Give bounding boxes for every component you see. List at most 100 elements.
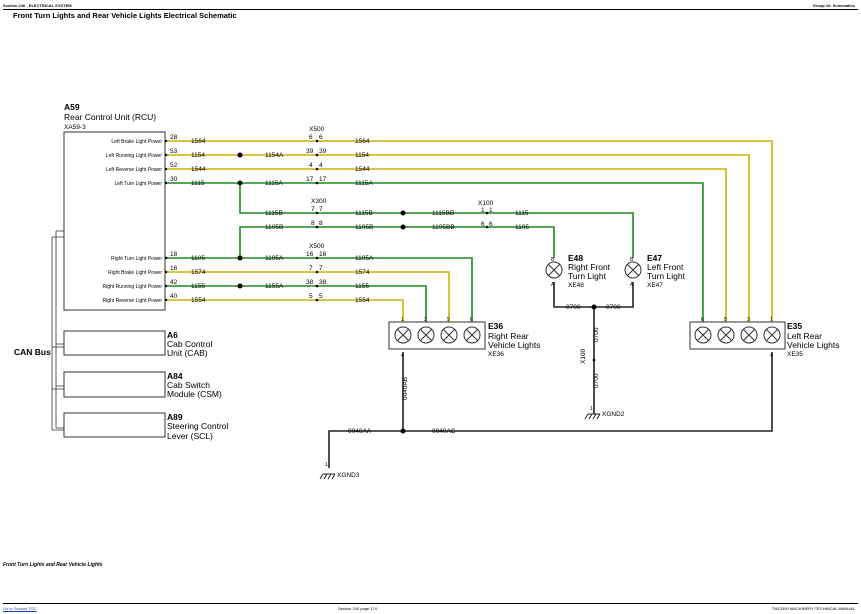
lamp-pin: 4 — [770, 353, 773, 359]
wire-label: 1574 — [191, 269, 206, 276]
wire-label: 1115A — [265, 180, 283, 187]
wire-label: 1115BB — [432, 210, 454, 217]
wire-label: 1564 — [355, 138, 370, 145]
wire-label: 1544 — [191, 166, 206, 173]
lamp-pin: 3 — [424, 317, 427, 323]
lamp-pin: 6 — [470, 317, 473, 323]
module-line2: Module (CSM) — [167, 389, 222, 399]
connector-pin: 6 — [319, 134, 323, 141]
rcu-pin-label: Right Running Light Power — [103, 284, 163, 290]
connector-pin: 7 — [319, 265, 323, 272]
module-id: A89 — [167, 412, 183, 422]
rcu-pin-label: Left Brake Light Power — [111, 139, 162, 145]
left-rear-vehicle-lights: 6 5 3 1 4 E35 Left Rear Vehicle Lights X… — [689, 317, 839, 359]
connector-id: X300 — [311, 198, 327, 205]
lamp-pin: A — [551, 282, 555, 288]
lamp-pin: 1 — [401, 317, 404, 323]
wire-label: 1105B — [265, 224, 283, 231]
wire-label: 0700 — [606, 304, 621, 311]
ground-pin: 1 — [590, 406, 593, 412]
connector-pin: 5 — [319, 293, 323, 300]
header-section: Section 240 - ELECTRICAL SYSTEM — [3, 3, 72, 8]
connector-pin: 4 — [309, 162, 313, 169]
light-line2: Turn Light — [568, 271, 607, 281]
wire-0700 — [553, 282, 634, 414]
light-line1: Left Rear — [787, 331, 822, 341]
ground-pin: 1 — [325, 462, 328, 468]
module-line1: Steering Control — [167, 421, 229, 431]
rcu-pin-number: 30 — [170, 176, 178, 183]
page-title: Front Turn Lights and Rear Vehicle Light… — [13, 11, 237, 20]
wire-label: 0040AC — [432, 428, 456, 435]
header-rule — [3, 9, 858, 10]
lamp-pin: 1 — [770, 317, 773, 323]
rcu-pin-ticks — [164, 139, 168, 302]
wire-label: 1554 — [191, 297, 206, 304]
wire-1115 — [165, 182, 704, 322]
module-box — [63, 371, 166, 398]
module-id: A84 — [167, 371, 183, 381]
connector-pin: 39 — [306, 148, 314, 155]
wires — [165, 140, 773, 468]
light-connector: XE47 — [647, 282, 663, 289]
module-line1: Cab Switch — [167, 380, 210, 390]
section-toc-link[interactable]: Go to Section TOC — [3, 606, 37, 611]
rcu-pin-number: 42 — [170, 279, 178, 286]
connector-pin: 17 — [319, 176, 327, 183]
wire-label: 1105B — [355, 224, 373, 231]
wire-1544 — [165, 168, 727, 322]
rcu-pin-label: Right Turn Light Power — [111, 256, 162, 262]
light-line1: Right Front — [568, 262, 611, 272]
wire-label: 1105 — [515, 224, 529, 231]
wire-label: 1155 — [355, 283, 369, 290]
footer-rule — [3, 603, 858, 604]
rcu-pin-number: 16 — [170, 265, 178, 272]
module-line2: Lever (SCL) — [167, 431, 213, 441]
module-line1: Cab Control — [167, 339, 212, 349]
lamp-pin: 6 — [701, 317, 704, 323]
rcu-block: A59 Rear Control Unit (RCU) XA59-3 — [63, 102, 166, 311]
wire-label: 1105BB — [432, 224, 455, 231]
wire-label: 0040AA — [348, 428, 372, 435]
wire-label: 1155A — [265, 283, 284, 290]
ground-label: XGND2 — [602, 411, 625, 418]
light-id: E36 — [488, 321, 503, 331]
lamp-pin: 5 — [724, 317, 727, 323]
wire-label: 0700 — [593, 327, 600, 342]
connector-pin: 38 — [319, 279, 327, 286]
connector-pin: 1 — [481, 207, 485, 214]
header-group: Group 10: Schematics — [812, 3, 855, 8]
light-id: E35 — [787, 321, 802, 331]
can-bus-label: CAN Bus — [14, 347, 51, 357]
lamp-icons — [694, 326, 781, 344]
left-front-turn-light: B A E47 Left Front Turn Light XE47 — [624, 253, 686, 289]
wire-label: 1154 — [191, 152, 205, 159]
wire-label: 0040AB — [402, 377, 409, 400]
connector-pin: 8 — [319, 220, 323, 227]
ground-xgnd2 — [584, 413, 601, 420]
ground-xgnd3 — [319, 473, 336, 480]
connector-id: X100 — [478, 200, 494, 207]
ground-label: XGND3 — [337, 472, 360, 479]
connector-pin: 6 — [489, 221, 493, 228]
rcu-pin-number: 28 — [170, 134, 178, 141]
wire-label: 1154 — [355, 152, 369, 159]
connector-pin: 6 — [309, 134, 313, 141]
page-number: Section 240 page 174 — [338, 606, 377, 611]
wire-1105b — [239, 226, 555, 258]
rcu-pin-number: 40 — [170, 293, 178, 300]
connector-pin: 5 — [309, 293, 313, 300]
connector-pin: 4 — [319, 162, 323, 169]
connector-id: X100 — [580, 348, 587, 364]
module-id: A6 — [167, 330, 178, 340]
light-line1: Left Front — [647, 262, 684, 272]
right-rear-vehicle-lights: 1 3 5 6 4 E36 Right Rear Vehicle Lights … — [388, 317, 540, 359]
connector-pin: 1 — [489, 207, 493, 214]
wire-0040 — [328, 352, 773, 468]
connector-pin: 16 — [306, 251, 314, 258]
connector-pin: 17 — [306, 176, 314, 183]
connector-pin: 8 — [311, 220, 315, 227]
rcu-pin-label: Left Turn Light Power — [114, 181, 162, 187]
connector-pin: 6 — [481, 221, 485, 228]
